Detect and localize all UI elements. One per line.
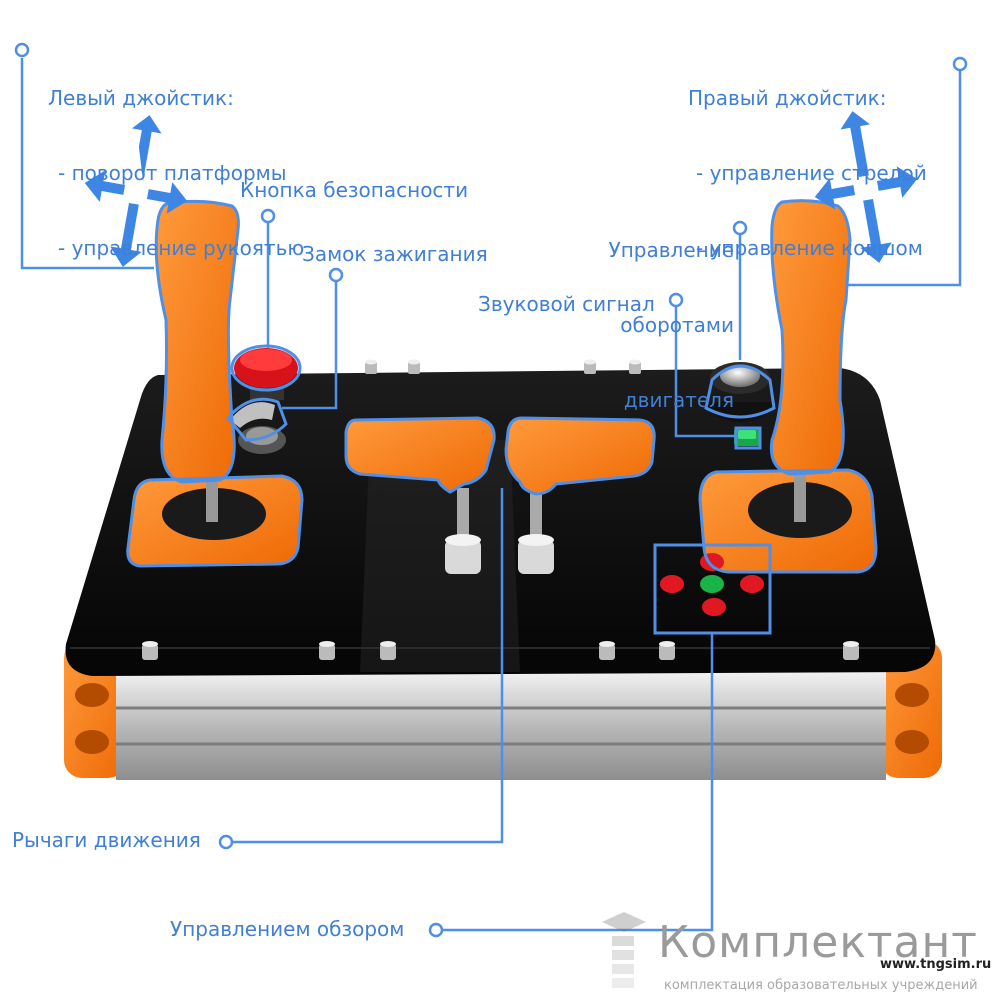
right-joystick-item-1: - управление стрелой xyxy=(696,161,927,185)
movement-lever-right[interactable] xyxy=(506,418,655,574)
view-button-center[interactable] xyxy=(700,575,724,593)
watermark-brand: Комплектант xyxy=(658,917,978,968)
movement-levers-label: Рычаги движения xyxy=(12,828,201,852)
right-joystick-item-2: - управление ковшом xyxy=(696,236,923,260)
leader-lines xyxy=(20,58,962,932)
left-joystick-item-2: - управление рукоятью xyxy=(58,236,305,260)
panel-bolts xyxy=(142,359,859,660)
left-joystick[interactable] xyxy=(127,201,302,566)
ignition-lock-label: Замок зажигания xyxy=(302,242,488,266)
leader-endpoints xyxy=(14,42,968,938)
four-way-arrow-icon-left xyxy=(84,115,188,267)
view-button-left[interactable] xyxy=(660,575,684,593)
view-control-label: Управлением обзором xyxy=(170,917,405,941)
four-way-arrow-icon-right xyxy=(814,111,918,263)
annotation-outlines xyxy=(126,199,878,635)
horn-button[interactable] xyxy=(734,428,760,446)
engine-rpm-line-2: оборотами xyxy=(620,313,734,337)
safety-button-label: Кнопка безопасности xyxy=(240,178,469,202)
right-joystick-title: Правый джойстик: xyxy=(688,86,887,110)
view-button-up[interactable] xyxy=(700,553,724,571)
engine-rpm-line-1: Управление xyxy=(608,238,734,262)
horn-label: Звуковой сигнал xyxy=(478,292,655,316)
watermark-logo-icon xyxy=(602,912,646,988)
left-joystick-label: Левый джойстик: - поворот платформы - уп… xyxy=(48,36,304,286)
right-joystick-label: Правый джойстик: - управление стрелой - … xyxy=(688,36,927,286)
engine-rpm-line-3: двигателя xyxy=(623,388,734,412)
left-joystick-item-1: - поворот платформы xyxy=(58,161,287,185)
watermark-subtitle: комплектация образовательных учреждений xyxy=(664,978,978,993)
view-button-right[interactable] xyxy=(740,575,764,593)
watermark-url: www.tngsim.ru xyxy=(880,957,992,972)
engine-rpm-label: Управление оборотами двигателя xyxy=(594,188,734,438)
view-button-down[interactable] xyxy=(702,598,726,616)
left-joystick-title: Левый джойстик: xyxy=(48,86,234,110)
movement-lever-left[interactable] xyxy=(346,418,495,574)
